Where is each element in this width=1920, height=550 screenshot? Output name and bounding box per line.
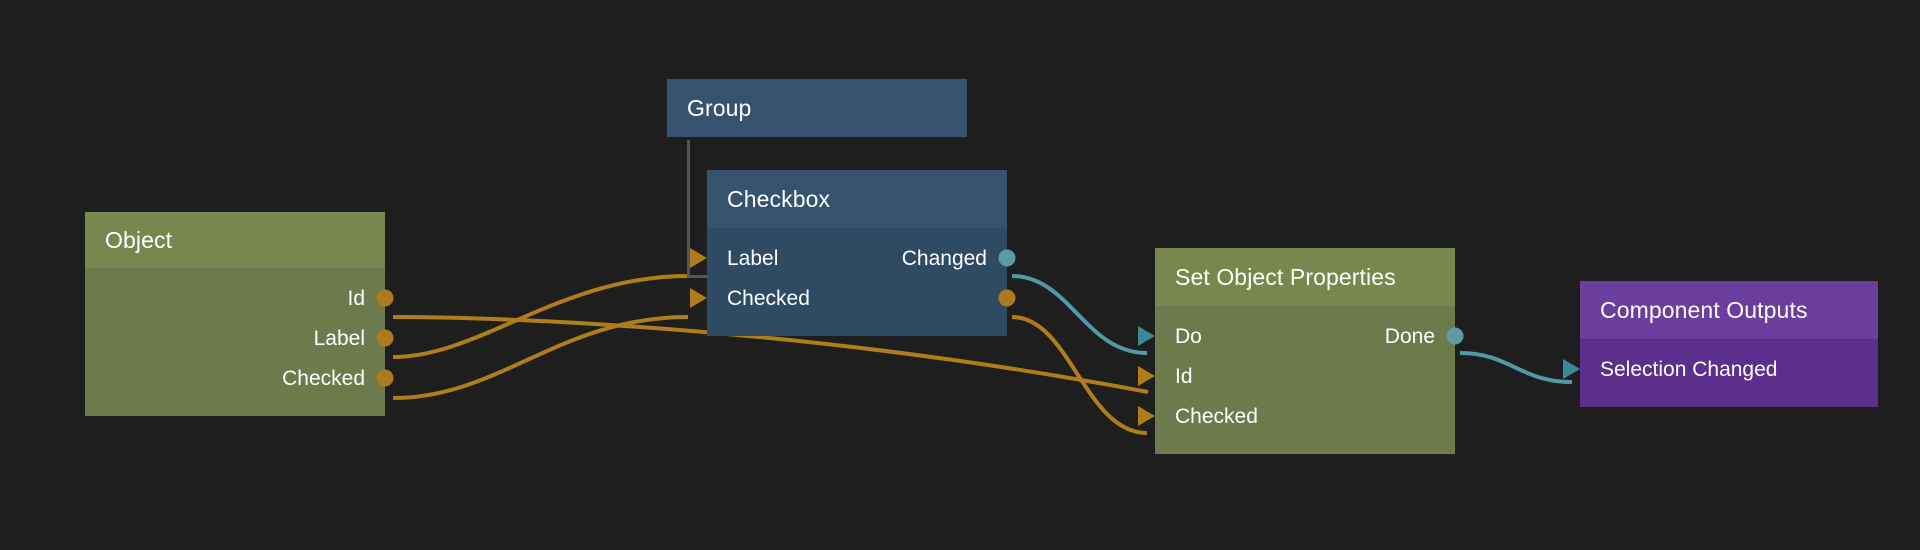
port-label-checked: Checked: [282, 366, 365, 390]
port-label-out-changed: Changed: [901, 246, 987, 270]
node-checkbox-title: Checkbox: [727, 185, 831, 212]
port-sop-row-do-done[interactable]: Do Done: [1138, 316, 1464, 356]
node-set-object-properties[interactable]: Set Object Properties Do Done Id Checked: [1138, 248, 1464, 454]
node-object-body: Id Label Checked: [85, 268, 394, 416]
node-object-header[interactable]: Object: [85, 212, 385, 268]
edge-checkbox-checked-to-sop-checked: [1011, 315, 1148, 435]
port-object-out-id[interactable]: Id: [85, 278, 394, 318]
node-checkbox-body: Label Changed Checked: [690, 228, 1016, 336]
node-set-object-properties-header[interactable]: Set Object Properties: [1155, 248, 1455, 306]
node-object-title: Object: [105, 226, 173, 253]
node-checkbox-header[interactable]: Checkbox: [707, 170, 1007, 228]
port-sop-row-id[interactable]: Id: [1138, 356, 1455, 396]
port-label-label: Label: [313, 326, 365, 350]
node-component-outputs-title: Component Outputs: [1600, 296, 1808, 323]
port-label-in-id: Id: [1175, 364, 1193, 388]
edge-object-label-to-checkbox-label: [392, 274, 689, 359]
node-component-outputs-body: Selection Changed: [1563, 339, 1878, 407]
port-arrow-in-id[interactable]: [1138, 366, 1155, 386]
port-label-out-done: Done: [1384, 324, 1435, 348]
port-object-out-label[interactable]: Label: [85, 318, 394, 358]
port-dot-id[interactable]: [376, 289, 394, 307]
port-arrow-in-checked[interactable]: [690, 288, 707, 308]
node-checkbox[interactable]: Checkbox Label Changed Checked: [690, 170, 1016, 336]
node-set-object-properties-body: Do Done Id Checked: [1138, 306, 1464, 454]
port-label-id: Id: [347, 286, 365, 310]
port-dot-label[interactable]: [376, 329, 394, 347]
port-arrow-in-label[interactable]: [690, 248, 707, 268]
port-label-selection-changed: Selection Changed: [1600, 357, 1778, 381]
port-checkbox-row-checked[interactable]: Checked: [690, 278, 1016, 318]
node-object[interactable]: Object Id Label Checked: [85, 212, 394, 416]
edge-sop-done-to-selection-changed: [1459, 351, 1573, 384]
node-component-outputs-header[interactable]: Component Outputs: [1580, 281, 1878, 339]
port-component-outputs-row-selection-changed[interactable]: Selection Changed: [1563, 349, 1878, 389]
port-arrow-in-sop-checked[interactable]: [1138, 406, 1155, 426]
port-dot-out-checked[interactable]: [998, 289, 1016, 307]
node-group[interactable]: Group: [667, 79, 967, 137]
port-label-in-label: Label: [727, 246, 779, 270]
port-checkbox-row-label-changed[interactable]: Label Changed: [690, 238, 1016, 278]
port-label-in-checked: Checked: [727, 286, 810, 310]
port-arrow-in-do[interactable]: [1138, 326, 1155, 346]
port-dot-checked[interactable]: [376, 369, 394, 387]
port-dot-done[interactable]: [1446, 327, 1464, 345]
port-dot-changed[interactable]: [998, 249, 1016, 267]
node-set-object-properties-title: Set Object Properties: [1175, 263, 1396, 290]
edge-object-checked-to-checkbox-checked: [392, 315, 689, 400]
port-label-in-sop-checked: Checked: [1175, 404, 1258, 428]
edge-checkbox-changed-to-sop-do: [1011, 274, 1148, 355]
port-sop-row-checked[interactable]: Checked: [1138, 396, 1455, 436]
node-group-title: Group: [687, 94, 752, 121]
node-group-header[interactable]: Group: [667, 79, 967, 137]
port-object-out-checked[interactable]: Checked: [85, 358, 394, 398]
port-arrow-in-selection-changed[interactable]: [1563, 359, 1580, 379]
port-label-in-do: Do: [1175, 324, 1202, 348]
node-component-outputs[interactable]: Component Outputs Selection Changed: [1563, 281, 1878, 407]
